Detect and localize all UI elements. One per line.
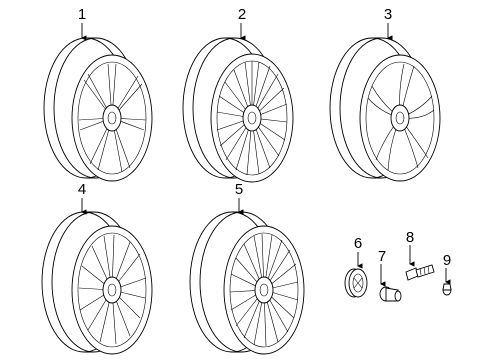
leader-lines — [81, 23, 451, 287]
callout-8: 8 — [406, 229, 414, 246]
wheel-bolt — [379, 286, 402, 302]
wheel-1 — [43, 37, 153, 182]
wheel-3 — [329, 37, 441, 182]
wheel-1-spokes — [78, 63, 147, 173]
wheel-5-spokes — [229, 233, 299, 347]
callout-labels: 1 2 3 4 5 6 7 8 9 — [78, 6, 451, 269]
callout-5: 5 — [235, 181, 243, 198]
callout-6: 6 — [354, 235, 362, 252]
callout-7: 7 — [378, 248, 386, 265]
valve-stem — [442, 283, 452, 296]
callout-2: 2 — [238, 6, 246, 23]
callout-4: 4 — [78, 181, 86, 198]
wheel-2-spokes — [216, 61, 288, 176]
callout-3: 3 — [384, 6, 392, 23]
callout-9: 9 — [443, 252, 451, 269]
center-cap — [344, 268, 368, 298]
wheel-2 — [182, 37, 294, 183]
callout-1: 1 — [78, 6, 86, 23]
wheel-5 — [189, 211, 305, 355]
wheel-4 — [41, 211, 153, 355]
lug-bolt — [405, 264, 435, 281]
wheel-4-spokes — [78, 234, 147, 345]
